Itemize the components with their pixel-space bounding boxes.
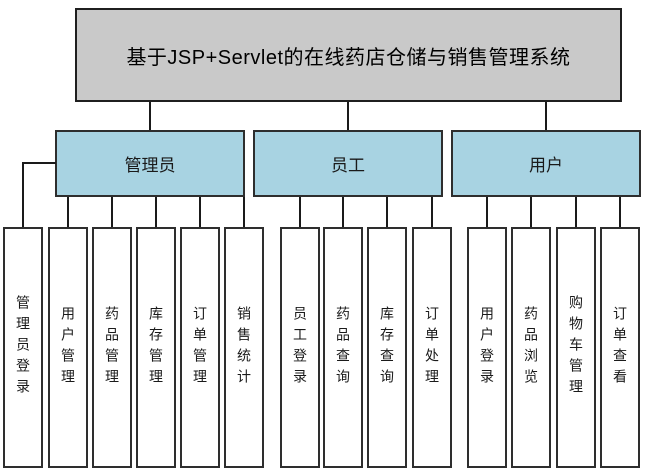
connector <box>545 102 547 130</box>
leaf-node-drug-browse: 药品浏览 <box>511 227 551 468</box>
leaf-node-user-login: 用户登录 <box>467 227 507 468</box>
connector <box>486 197 488 227</box>
connector <box>22 162 24 227</box>
connector <box>342 197 344 227</box>
leaf-node-sales-statistics: 销售统计 <box>224 227 264 468</box>
connector <box>386 197 388 227</box>
root-node: 基于JSP+Servlet的在线药店仓储与销售管理系统 <box>75 8 622 102</box>
leaf-node-staff-login: 员工登录 <box>280 227 320 468</box>
group-node-staff: 员工 <box>253 130 443 197</box>
connector <box>530 197 532 227</box>
leaf-node-inventory-query: 库存查询 <box>367 227 407 468</box>
group-node-user: 用户 <box>451 130 641 197</box>
connector <box>243 197 245 227</box>
connector <box>67 197 69 227</box>
leaf-node-inventory-management: 库存管理 <box>136 227 176 468</box>
group-label-staff: 员工 <box>331 156 365 175</box>
root-title: 基于JSP+Servlet的在线药店仓储与销售管理系统 <box>126 46 571 69</box>
connector <box>111 197 113 227</box>
connector <box>431 197 433 227</box>
connector <box>155 197 157 227</box>
leaf-node-order-view: 订单查看 <box>600 227 640 468</box>
leaf-node-admin-login: 管理员登录 <box>3 227 43 468</box>
connector <box>299 197 301 227</box>
leaf-node-order-management: 订单管理 <box>180 227 220 468</box>
leaf-node-user-management: 用户管理 <box>48 227 88 468</box>
connector <box>619 197 621 227</box>
connector <box>347 102 349 130</box>
group-label-admin: 管理员 <box>124 156 176 175</box>
connector <box>149 102 151 130</box>
leaf-node-cart-management: 购物车管理 <box>556 227 596 468</box>
connector <box>22 162 56 164</box>
group-node-admin: 管理员 <box>55 130 245 197</box>
leaf-node-drug-query: 药品查询 <box>323 227 363 468</box>
leaf-node-drug-management: 药品管理 <box>92 227 132 468</box>
group-label-user: 用户 <box>529 156 563 175</box>
connector <box>199 197 201 227</box>
connector <box>575 197 577 227</box>
leaf-node-order-processing: 订单处理 <box>412 227 452 468</box>
